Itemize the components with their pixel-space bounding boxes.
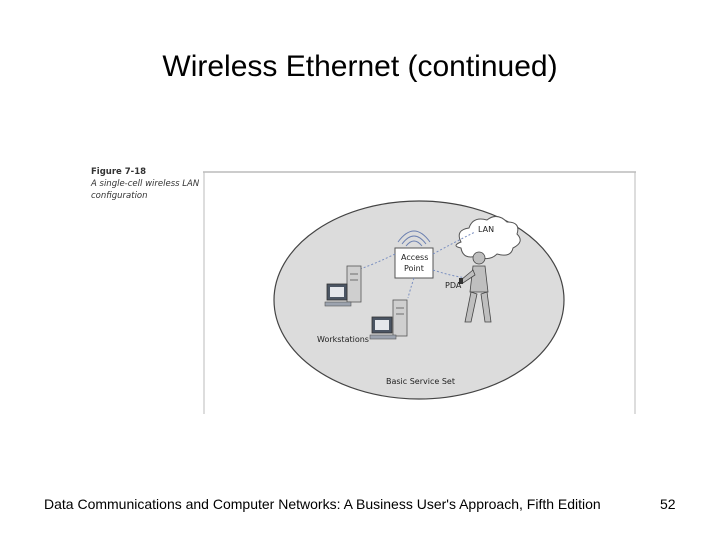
access-point-icon: Access Point <box>394 247 434 279</box>
page-number: 52 <box>660 496 676 512</box>
figure-caption-text: A single-cell wireless LAN configuration <box>91 179 200 201</box>
pda-label: PDA <box>445 281 462 290</box>
lan-cloud-icon: LAN <box>455 216 521 260</box>
wireless-lan-figure: LAN Access Point <box>203 170 636 414</box>
pda-user-icon <box>460 251 492 323</box>
lan-label: LAN <box>478 225 494 234</box>
workstation-icon-1 <box>324 265 362 307</box>
basic-service-set-ellipse <box>273 200 565 400</box>
workstation-icon-2 <box>369 299 408 340</box>
workstations-label: Workstations <box>317 335 369 344</box>
slide-title: Wireless Ethernet (continued) <box>162 50 558 83</box>
basic-service-set-label: Basic Service Set <box>386 377 455 386</box>
footer-text: Data Communications and Computer Network… <box>44 496 601 512</box>
access-point-label-line2: Point <box>404 264 424 273</box>
figure-number: Figure 7-18 <box>91 167 147 177</box>
figure-caption: Figure 7-18 A single-cell wireless LAN c… <box>91 166 201 202</box>
access-point-label-line1: Access <box>401 253 428 262</box>
radio-waves-icon <box>397 230 431 247</box>
pda-device-icon <box>459 278 463 284</box>
wireless-lan-diagram: LAN Access Point <box>203 171 636 414</box>
